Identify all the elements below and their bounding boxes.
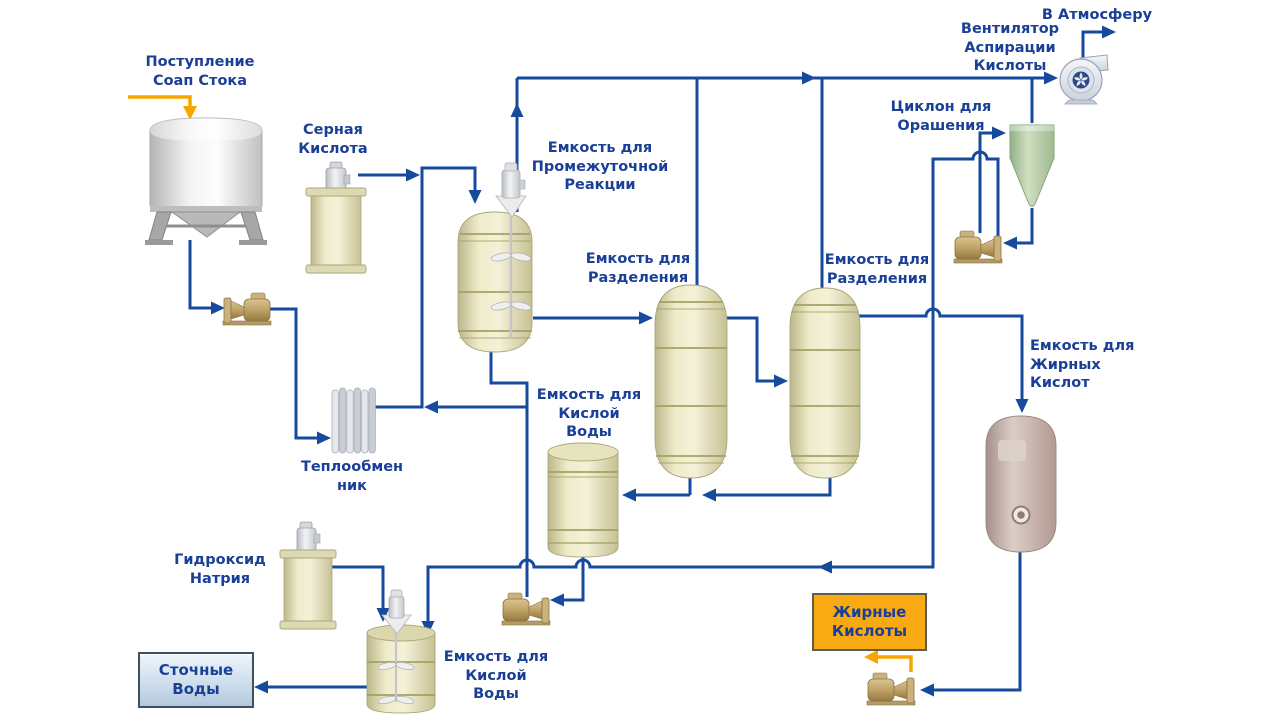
- label-acid-water-tank-upper: Емкость для Кислой Воды: [536, 387, 642, 441]
- label-fatty-acids-tank: Емкость для Жирных Кислот: [1030, 338, 1135, 392]
- neutralizer-agitator: [377, 589, 415, 704]
- waste-water-box: Сточные Воды: [138, 652, 254, 708]
- sulfuric-acid-vessel: [305, 161, 367, 274]
- soap-stock-pump: [222, 292, 272, 326]
- heat-exchanger: [331, 387, 376, 454]
- fatty-acids-box: Жирные Кислоты: [812, 593, 927, 651]
- label-sodium-hydroxide: Гидроксид Натрия: [174, 552, 266, 587]
- label-acid-water-tank-lower: Емкость для Кислой Воды: [443, 649, 549, 703]
- label-irrigation-cyclone: Циклон для Орашения: [890, 99, 992, 134]
- fatty-acids-tank: [985, 415, 1057, 553]
- flow-arrows: [211, 25, 1116, 697]
- fan-impeller-icon: [1072, 71, 1090, 89]
- acid-water-tank-upper: [547, 442, 619, 558]
- fatty-acids-outlet-line: [864, 650, 913, 672]
- label-to-atmosphere: В Атмосферу: [1041, 7, 1153, 23]
- label-reaction-tank: Емкость для Промежуточной Реакции: [531, 140, 669, 194]
- cyclone-pump: [953, 230, 1003, 264]
- sodium-hydroxide-vessel: [279, 521, 337, 630]
- fatty-acids-pump: [866, 672, 916, 706]
- label-aspiration-fan: Вентилятор Аспирации Кислоты: [960, 21, 1060, 75]
- acid-water-pump: [501, 592, 551, 626]
- aspiration-fan: [1059, 54, 1109, 105]
- separation-column-2: [789, 287, 861, 479]
- acid-water-tank-lower: [366, 589, 436, 714]
- label-sulfuric-acid: Серная Кислота: [298, 122, 368, 157]
- label-separation-tank-2: Емкость для Разделения: [824, 252, 930, 287]
- reaction-vessel: [457, 162, 533, 353]
- reactor-agitator: [490, 162, 532, 338]
- label-heat-exchanger: Теплообмен ник: [300, 459, 404, 494]
- label-soap-stock-inlet: Поступление Соап Стока: [145, 54, 255, 89]
- label-separation-tank-1: Емкость для Разделения: [585, 251, 691, 286]
- soap-stock-inlet-line: [128, 95, 197, 120]
- soap-stock-tank: [145, 117, 267, 245]
- process-piping: [188, 30, 1102, 692]
- irrigation-cyclone: [1009, 124, 1055, 207]
- separation-column-1: [654, 284, 728, 479]
